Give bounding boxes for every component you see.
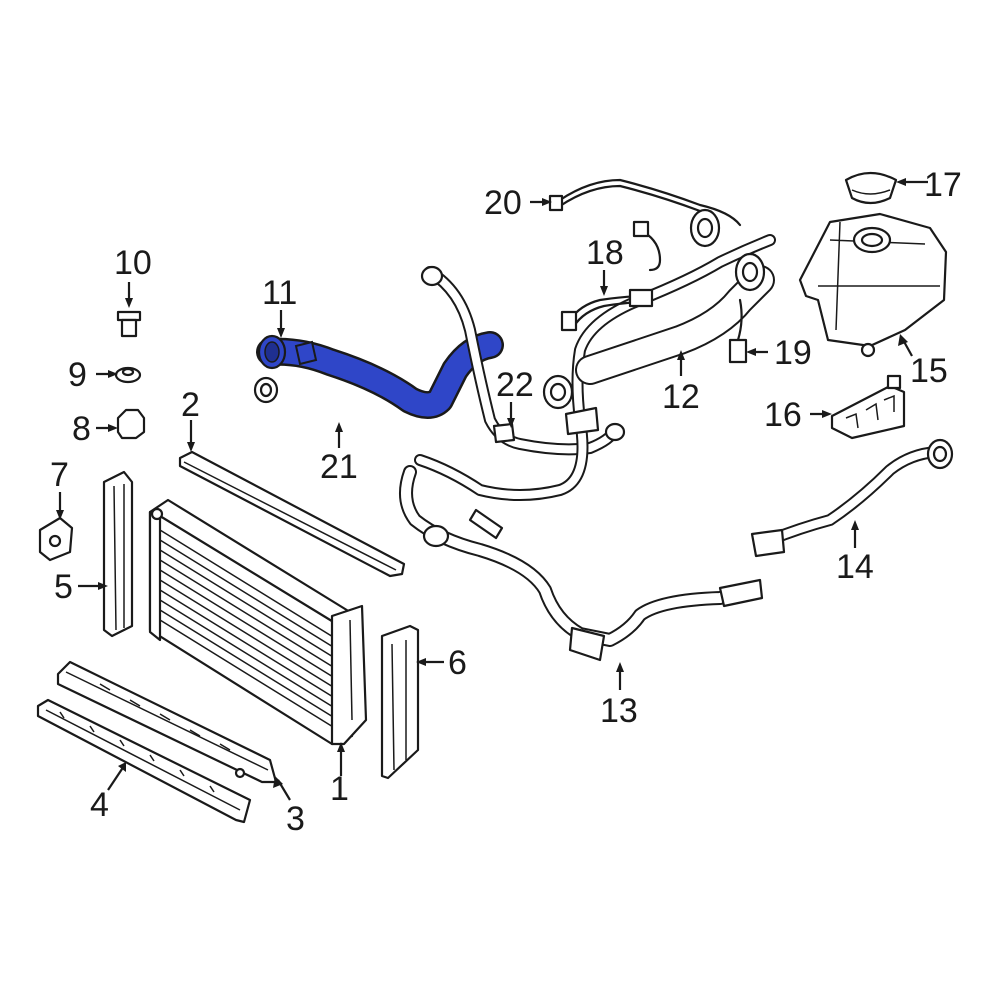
callout-1: 1	[330, 770, 349, 808]
part-20-vent-line[interactable]	[548, 178, 742, 248]
part-4-lower-deflector[interactable]	[36, 698, 252, 824]
connecting-pipe[interactable]	[414, 234, 776, 540]
callout-20: 20	[484, 184, 522, 222]
leader-lines	[56, 178, 928, 801]
callout-3: 3	[286, 800, 305, 838]
callout-7: 7	[50, 456, 69, 494]
callout-18: 18	[586, 234, 624, 272]
callout-13: 13	[600, 692, 638, 730]
part-8-clip[interactable]	[116, 408, 146, 440]
callout-14: 14	[836, 548, 874, 586]
callout-21: 21	[320, 448, 358, 486]
callout-22: 22	[496, 366, 534, 404]
part-15-expansion-tank[interactable]	[798, 212, 948, 358]
callout-9: 9	[68, 356, 87, 394]
part-13-coolant-pipe[interactable]	[399, 465, 764, 662]
part-11-upper-hose-highlighted[interactable]	[256, 331, 504, 419]
callout-16: 16	[764, 396, 802, 434]
part-21-coolant-hose[interactable]	[253, 376, 415, 475]
part-18-coolant-line[interactable]	[560, 220, 662, 332]
part-6-side-panel[interactable]	[380, 624, 420, 780]
part-16-bracket[interactable]	[830, 374, 906, 440]
part-7-bracket[interactable]	[38, 516, 74, 562]
part-10-bolt[interactable]	[116, 310, 142, 338]
part-1-radiator[interactable]	[148, 498, 368, 746]
callout-12: 12	[662, 378, 700, 416]
part-14-hose[interactable]	[750, 438, 954, 558]
part-19-sensor[interactable]	[728, 298, 748, 364]
callout-5: 5	[54, 568, 73, 606]
callout-labels: 1 2 3 4 5 6 7 8 9 10 11 12 13 14 15 16 1…	[50, 166, 962, 838]
part-22-coolant-line[interactable]	[420, 265, 626, 456]
callout-19: 19	[774, 334, 812, 372]
callout-17: 17	[924, 166, 962, 204]
part-9-nut[interactable]	[114, 366, 142, 384]
callout-6: 6	[448, 644, 467, 682]
part-2-upper-strip[interactable]	[178, 450, 406, 578]
part-5-side-panel[interactable]	[102, 470, 134, 638]
callout-15: 15	[910, 352, 948, 390]
part-17-cap[interactable]	[844, 171, 898, 205]
callout-8: 8	[72, 410, 91, 448]
callout-10: 10	[114, 244, 152, 282]
callout-4: 4	[90, 786, 109, 824]
callout-2: 2	[181, 386, 200, 424]
callout-11: 11	[262, 274, 297, 312]
part-12-radiator-hose[interactable]	[575, 252, 775, 385]
